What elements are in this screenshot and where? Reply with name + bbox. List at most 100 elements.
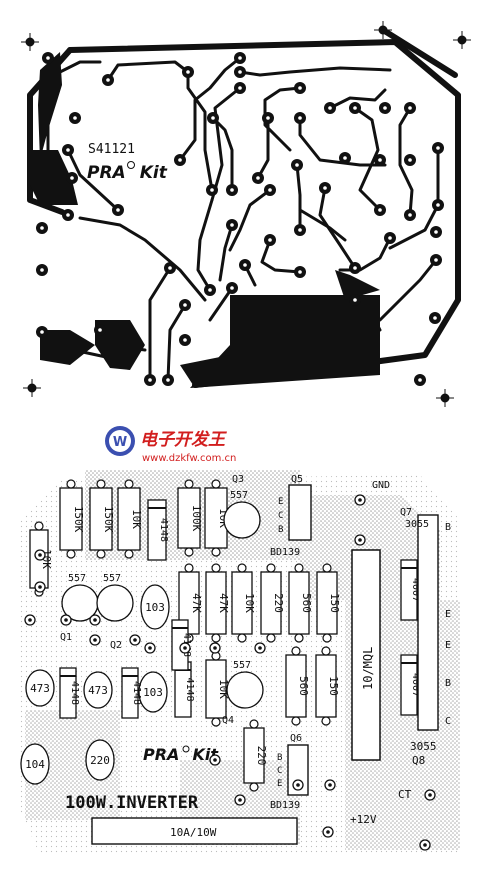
resistor-pad	[266, 633, 276, 643]
silkscreen-side: 150K150K10K100K10K10K47K47K10K2205601505…	[18, 468, 476, 868]
copper-pad-hole	[186, 70, 190, 74]
resistor-pad	[211, 547, 221, 557]
copper-pad-hole	[436, 146, 440, 150]
transistor-ref-label: Q4	[222, 715, 234, 726]
copper-pad-hole	[436, 203, 440, 207]
crosshair-dot	[457, 35, 467, 45]
copper-pad-hole	[323, 186, 327, 190]
copper-pad-hole	[256, 176, 260, 180]
silk-title-label: 100W.INVERTER	[65, 793, 199, 813]
copper-pad-hole	[238, 86, 242, 90]
fuse-label: 10A/10W	[170, 826, 217, 839]
resistor-pad	[211, 717, 221, 727]
copper-pad-hole	[230, 286, 234, 290]
resistor-value-label: 220	[272, 593, 285, 613]
silk-pad-hole	[258, 646, 262, 650]
copper-pad-hole	[408, 106, 412, 110]
resistor-pad	[211, 563, 221, 573]
resistor-value-label: 150	[328, 593, 341, 613]
silk-pad-hole	[296, 783, 300, 787]
silk-pad-hole	[238, 798, 242, 802]
watermark-cn-title: 电子开发王	[140, 430, 227, 450]
copper-pad-hole	[353, 298, 357, 302]
silk-pad-hole	[213, 646, 217, 650]
copper-pad-hole	[98, 328, 102, 332]
copper-pours	[30, 52, 380, 388]
copper-pad-hole	[211, 116, 215, 120]
q7-label: Q7	[400, 507, 412, 518]
svg-text:E: E	[278, 497, 283, 507]
copper-pad-hole	[106, 78, 110, 82]
silk-pad-hole	[38, 585, 42, 589]
copper-pad-hole	[388, 236, 392, 240]
copper-pad-hole	[266, 116, 270, 120]
resistor-pad	[321, 716, 331, 726]
diode-body	[121, 667, 139, 719]
resistor-value-label: 47K	[190, 593, 203, 613]
silk-pad-hole	[93, 618, 97, 622]
copper-pad-hole	[73, 116, 77, 120]
copper-pad-hole	[298, 86, 302, 90]
resistor-pad	[66, 479, 76, 489]
silk-pad-hole	[328, 783, 332, 787]
copper-pad-hole	[243, 263, 247, 267]
copper-pad-hole	[298, 270, 302, 274]
copper-pad-hole	[208, 288, 212, 292]
transistor-ref-label: Q1	[60, 632, 72, 643]
copper-pad-hole	[383, 106, 387, 110]
diode-value-label: 4148	[184, 677, 195, 701]
resistor-pad	[96, 549, 106, 559]
resistor-pad	[321, 646, 331, 656]
svg-text:B: B	[445, 678, 451, 689]
resistor-value-label: 10K	[217, 679, 230, 699]
capacitor-value-label: 103	[143, 686, 163, 699]
silk-pad-hole	[423, 843, 427, 847]
copper-registered-mark	[127, 161, 135, 169]
resistor-pad	[249, 719, 259, 729]
resistor-pad	[124, 479, 134, 489]
copper-pad-hole	[230, 223, 234, 227]
transistor-ref-label: Q2	[110, 640, 122, 651]
copper-pad-hole	[238, 70, 242, 74]
resistor-pad	[291, 716, 301, 726]
resistor-value-label: 150K	[72, 506, 85, 533]
copper-pad-hole	[178, 158, 182, 162]
silk-pad-hole	[183, 646, 187, 650]
resistor-pad	[237, 633, 247, 643]
copper-pad-hole	[40, 226, 44, 230]
copper-pad-hole	[408, 158, 412, 162]
svg-text:W: W	[113, 435, 127, 450]
resistor-pad	[322, 563, 332, 573]
copper-pad-hole	[408, 213, 412, 217]
fuse-outline	[91, 817, 298, 845]
resistor-value-label: 220	[255, 746, 268, 766]
copper-pad-hole	[298, 116, 302, 120]
resistor-value-label: 150	[327, 676, 340, 696]
transistor-body	[96, 584, 134, 622]
crosshair-dot	[440, 393, 450, 403]
copper-pad-hole	[116, 208, 120, 212]
silk-pad-hole	[38, 553, 42, 557]
svg-text:B: B	[277, 753, 282, 763]
q5-label: Q5	[291, 474, 303, 485]
resistor-value-label: 47K	[217, 593, 230, 613]
copper-pad-hole	[434, 230, 438, 234]
capacitor-body	[140, 584, 170, 630]
resistor-pad	[96, 479, 106, 489]
copper-pad-hole	[183, 303, 187, 307]
q8-label: Q8	[412, 754, 425, 767]
resistor-value-label: 10K	[243, 593, 256, 613]
capacitor-value-label: 103	[145, 601, 165, 614]
resistor-value-label: 560	[297, 676, 310, 696]
resistor-pad	[291, 646, 301, 656]
copper-pad-hole	[210, 188, 214, 192]
resistor-pad	[266, 563, 276, 573]
silk-pad-hole	[358, 498, 362, 502]
diode-group: 4148414841484148414840074007	[59, 499, 421, 719]
silk-pad-hole	[326, 830, 330, 834]
svg-text:C: C	[277, 766, 282, 776]
copper-pad-hole	[166, 378, 170, 382]
